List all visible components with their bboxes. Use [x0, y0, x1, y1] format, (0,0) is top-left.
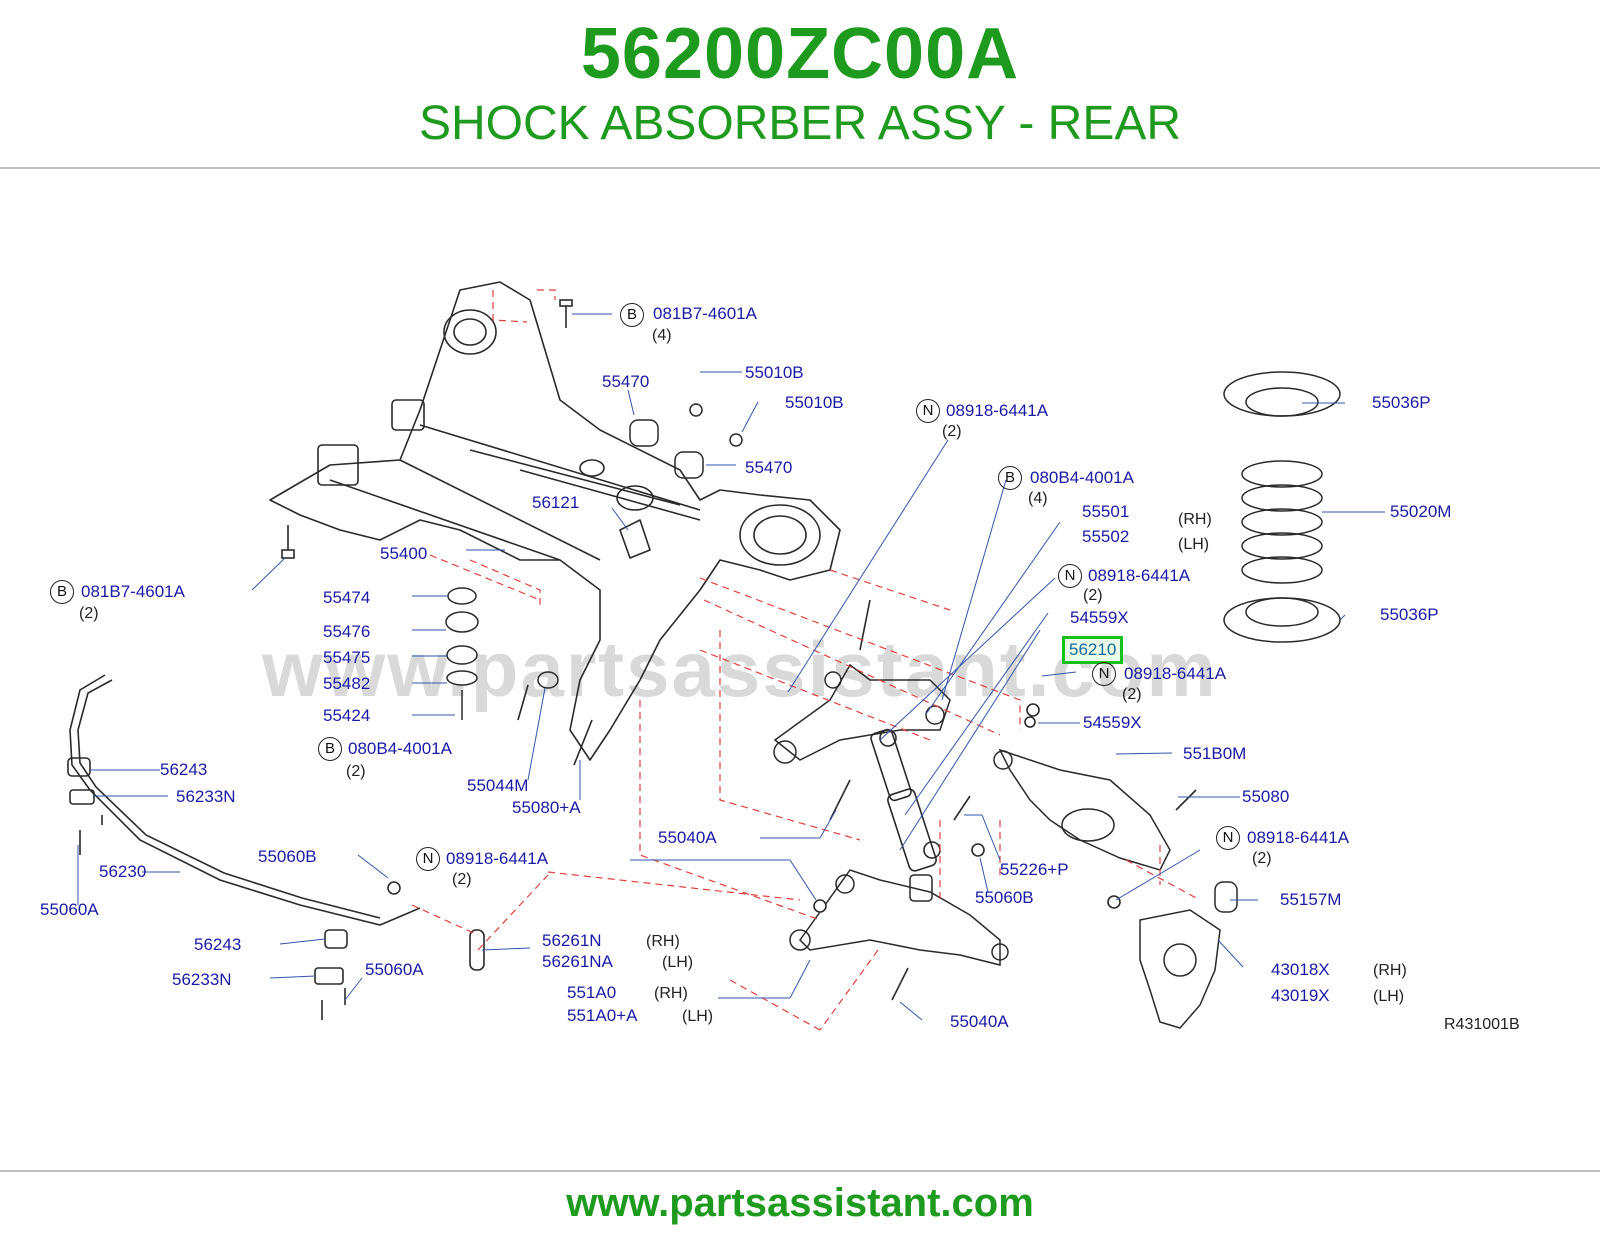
subframe-drawing	[269, 281, 841, 761]
callout-56243-lower[interactable]: 56243	[194, 935, 242, 954]
coil-spring-drawing	[1223, 371, 1341, 643]
shock-absorber-drawing	[870, 728, 941, 872]
callout-08918-6441A-left[interactable]: 08918-6441A	[446, 849, 549, 868]
callout-55010B-upper[interactable]: 55010B	[745, 363, 804, 382]
side-lh: (LH)	[662, 954, 694, 971]
nut-badge: N	[1216, 826, 1240, 850]
callout-qty: (2)	[942, 423, 962, 440]
parts-diagram: www.partsassistant.com	[0, 260, 1600, 1060]
callout-56261N[interactable]: 56261N	[542, 931, 602, 950]
nut-badge: N	[1058, 564, 1082, 588]
callout-qty: (2)	[79, 605, 99, 622]
callout-43019X[interactable]: 43019X	[1271, 986, 1330, 1005]
callout-551A0-A[interactable]: 551A0+A	[567, 1006, 638, 1025]
part-number-title: 56200ZC00A	[580, 14, 1020, 94]
nut-badge: N	[416, 847, 440, 871]
highlighted-part-56210[interactable]: 56210	[1062, 636, 1124, 664]
exploded-view-drawing	[67, 281, 1385, 1031]
drawing-code: R431001B	[1444, 1016, 1520, 1033]
part-name-subtitle: SHOCK ABSORBER ASSY - REAR	[418, 97, 1182, 150]
callout-56233N-lower[interactable]: 56233N	[172, 970, 232, 989]
callout-080B4-4001A-left[interactable]: 080B4-4001A	[348, 739, 452, 758]
callout-55501[interactable]: 55501	[1082, 502, 1130, 521]
callout-55060A-lower[interactable]: 55060A	[365, 960, 424, 979]
side-lh: (LH)	[682, 1008, 714, 1025]
callout-08918-6441A-upper[interactable]: 08918-6441A	[946, 401, 1049, 420]
callout-08918-6441A-right[interactable]: 08918-6441A	[1247, 828, 1350, 847]
side-rh: (RH)	[646, 933, 680, 950]
callout-qty: (2)	[346, 763, 366, 780]
callout-55400[interactable]: 55400	[380, 544, 428, 563]
upper-arm-drawing	[773, 663, 951, 764]
stabilizer-bar-drawing	[67, 674, 485, 985]
callout-55470-upper[interactable]: 55470	[602, 372, 650, 391]
callout-55157M[interactable]: 55157M	[1280, 890, 1342, 909]
callout-55020M[interactable]: 55020M	[1390, 502, 1452, 521]
callout-55036P-upper[interactable]: 55036P	[1372, 393, 1431, 412]
side-lh: (LH)	[1373, 988, 1405, 1005]
callout-54559X-upper[interactable]: 54559X	[1070, 608, 1129, 627]
callout-55080[interactable]: 55080	[1242, 787, 1290, 806]
callout-551B0M[interactable]: 551B0M	[1183, 744, 1247, 763]
callout-55010B-lower[interactable]: 55010B	[785, 393, 844, 412]
callout-55036P-lower[interactable]: 55036P	[1380, 605, 1439, 624]
knuckle-drawing	[1139, 881, 1238, 1029]
callout-54559X-lower[interactable]: 54559X	[1083, 713, 1142, 732]
callout-qty: (4)	[652, 327, 672, 344]
callout-56261NA[interactable]: 56261NA	[542, 952, 613, 971]
nut-badge: N	[1092, 662, 1116, 686]
callout-55476[interactable]: 55476	[323, 622, 371, 641]
callout-55470-lower[interactable]: 55470	[745, 458, 793, 477]
side-rh: (RH)	[654, 985, 688, 1002]
callout-551A0[interactable]: 551A0	[567, 983, 617, 1002]
callout-55424[interactable]: 55424	[323, 706, 371, 725]
callout-qty: (2)	[452, 871, 472, 888]
callout-56243-upper[interactable]: 56243	[160, 760, 208, 779]
header-divider	[0, 167, 1600, 169]
callout-43018X[interactable]: 43018X	[1271, 960, 1330, 979]
callout-55040A-lower[interactable]: 55040A	[950, 1012, 1009, 1031]
reference-dashed-lines	[411, 289, 1201, 1031]
callout-qty: (2)	[1122, 686, 1142, 703]
callout-081B7-4601A-upper[interactable]: 081B7-4601A	[653, 304, 757, 323]
footer-divider	[0, 1170, 1600, 1172]
footer-url-link[interactable]: www.partsassistant.com	[566, 1181, 1034, 1225]
callout-55226-P[interactable]: 55226+P	[1000, 860, 1069, 879]
bolt-badge: B	[620, 303, 644, 327]
callout-08918-6441A-mid[interactable]: 08918-6441A	[1088, 566, 1191, 585]
callout-55482[interactable]: 55482	[323, 674, 371, 693]
callout-55040A-upper[interactable]: 55040A	[658, 828, 717, 847]
leader-lines	[77, 313, 1385, 1021]
callout-qty: (2)	[1252, 850, 1272, 867]
bolt-badge: B	[998, 466, 1022, 490]
callout-081B7-4601A-left[interactable]: 081B7-4601A	[81, 582, 185, 601]
lower-arm-drawing	[789, 869, 1009, 966]
callout-55060A-left[interactable]: 55060A	[40, 900, 99, 919]
nut-badge: N	[916, 399, 940, 423]
callout-qty: (2)	[1083, 587, 1103, 604]
callout-08918-6441A-lower[interactable]: 08918-6441A	[1124, 664, 1227, 683]
callout-55080-A[interactable]: 55080+A	[512, 798, 581, 817]
side-lh: (LH)	[1178, 536, 1210, 553]
bolt-badge: B	[318, 737, 342, 761]
callout-56233N-upper[interactable]: 56233N	[176, 787, 236, 806]
bolt-badge: B	[50, 580, 74, 604]
callout-55475[interactable]: 55475	[323, 648, 371, 667]
bolts-drawing	[79, 299, 1197, 1020]
callout-55044M[interactable]: 55044M	[467, 776, 529, 795]
bushings-drawing	[445, 403, 743, 720]
callout-55060B-right[interactable]: 55060B	[975, 888, 1034, 907]
callout-56230[interactable]: 56230	[99, 862, 147, 881]
callout-080B4-4001A-right[interactable]: 080B4-4001A	[1030, 468, 1134, 487]
watermark: www.partsassistant.com	[262, 625, 1218, 713]
callout-55060B-left[interactable]: 55060B	[258, 847, 317, 866]
lower-link-drawing	[993, 748, 1171, 871]
callout-qty: (4)	[1028, 490, 1048, 507]
side-rh: (RH)	[1178, 511, 1212, 528]
page-header: 56200ZC00A SHOCK ABSORBER ASSY - REAR	[0, 0, 1600, 170]
callout-55502[interactable]: 55502	[1082, 527, 1130, 546]
side-rh: (RH)	[1373, 962, 1407, 979]
callout-56121[interactable]: 56121	[532, 493, 580, 512]
callout-55474[interactable]: 55474	[323, 588, 371, 607]
